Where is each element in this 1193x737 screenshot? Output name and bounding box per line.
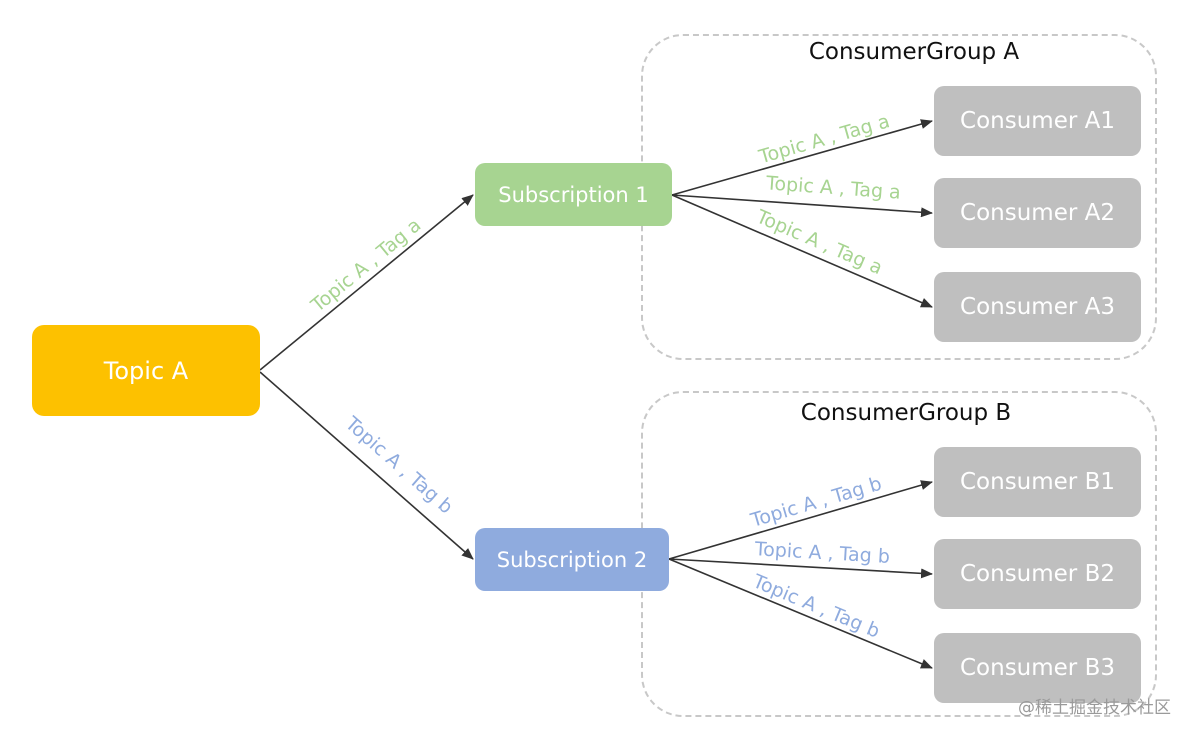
edge-label-subscription-1-to-consumer-a3: Topic A , Tag a xyxy=(752,205,885,279)
consumer-a3-node: Consumer A3 xyxy=(934,272,1141,342)
arrow-subscription-1-to-consumer-a3 xyxy=(671,194,933,308)
arrow-subscription-1-to-consumer-a2 xyxy=(671,194,933,218)
subscription-1-node: Subscription 1 xyxy=(475,163,672,226)
consumer-b3-node: Consumer B3 xyxy=(934,633,1141,703)
watermark: @稀土掘金技术社区 xyxy=(1018,698,1171,718)
consumer-b1-node: Consumer B1 xyxy=(934,447,1141,517)
edge-label-topic-to-subscription-1: Topic A , Tag a xyxy=(306,214,425,317)
arrow-topic-to-subscription-2 xyxy=(259,371,474,560)
edge-label-subscription-2-to-consumer-b3: Topic A , Tag b xyxy=(749,570,883,643)
topic-a-node: Topic A xyxy=(32,325,260,416)
arrow-subscription-2-to-consumer-b3 xyxy=(668,558,933,669)
consumer-a2-node: Consumer A2 xyxy=(934,178,1141,248)
consumer-group-b-title: ConsumerGroup B xyxy=(800,400,1012,426)
edge-label-subscription-1-to-consumer-a1: Topic A , Tag a xyxy=(756,110,893,168)
arrow-subscription-2-to-consumer-b1 xyxy=(668,480,933,560)
edge-label-subscription-1-to-consumer-a2: Topic A , Tag a xyxy=(764,172,901,203)
subscription-2-node: Subscription 2 xyxy=(475,528,669,591)
edge-label-subscription-2-to-consumer-b2: Topic A , Tag b xyxy=(753,538,890,568)
consumer-b2-node: Consumer B2 xyxy=(934,539,1141,609)
arrow-topic-to-subscription-1 xyxy=(259,194,474,371)
consumer-group-a-title: ConsumerGroup A xyxy=(808,39,1020,65)
arrow-subscription-2-to-consumer-b2 xyxy=(668,558,933,579)
edge-label-topic-to-subscription-2: Topic A , Tag b xyxy=(340,412,457,518)
arrow-subscription-1-to-consumer-a1 xyxy=(671,119,933,196)
consumer-a1-node: Consumer A1 xyxy=(934,86,1141,156)
